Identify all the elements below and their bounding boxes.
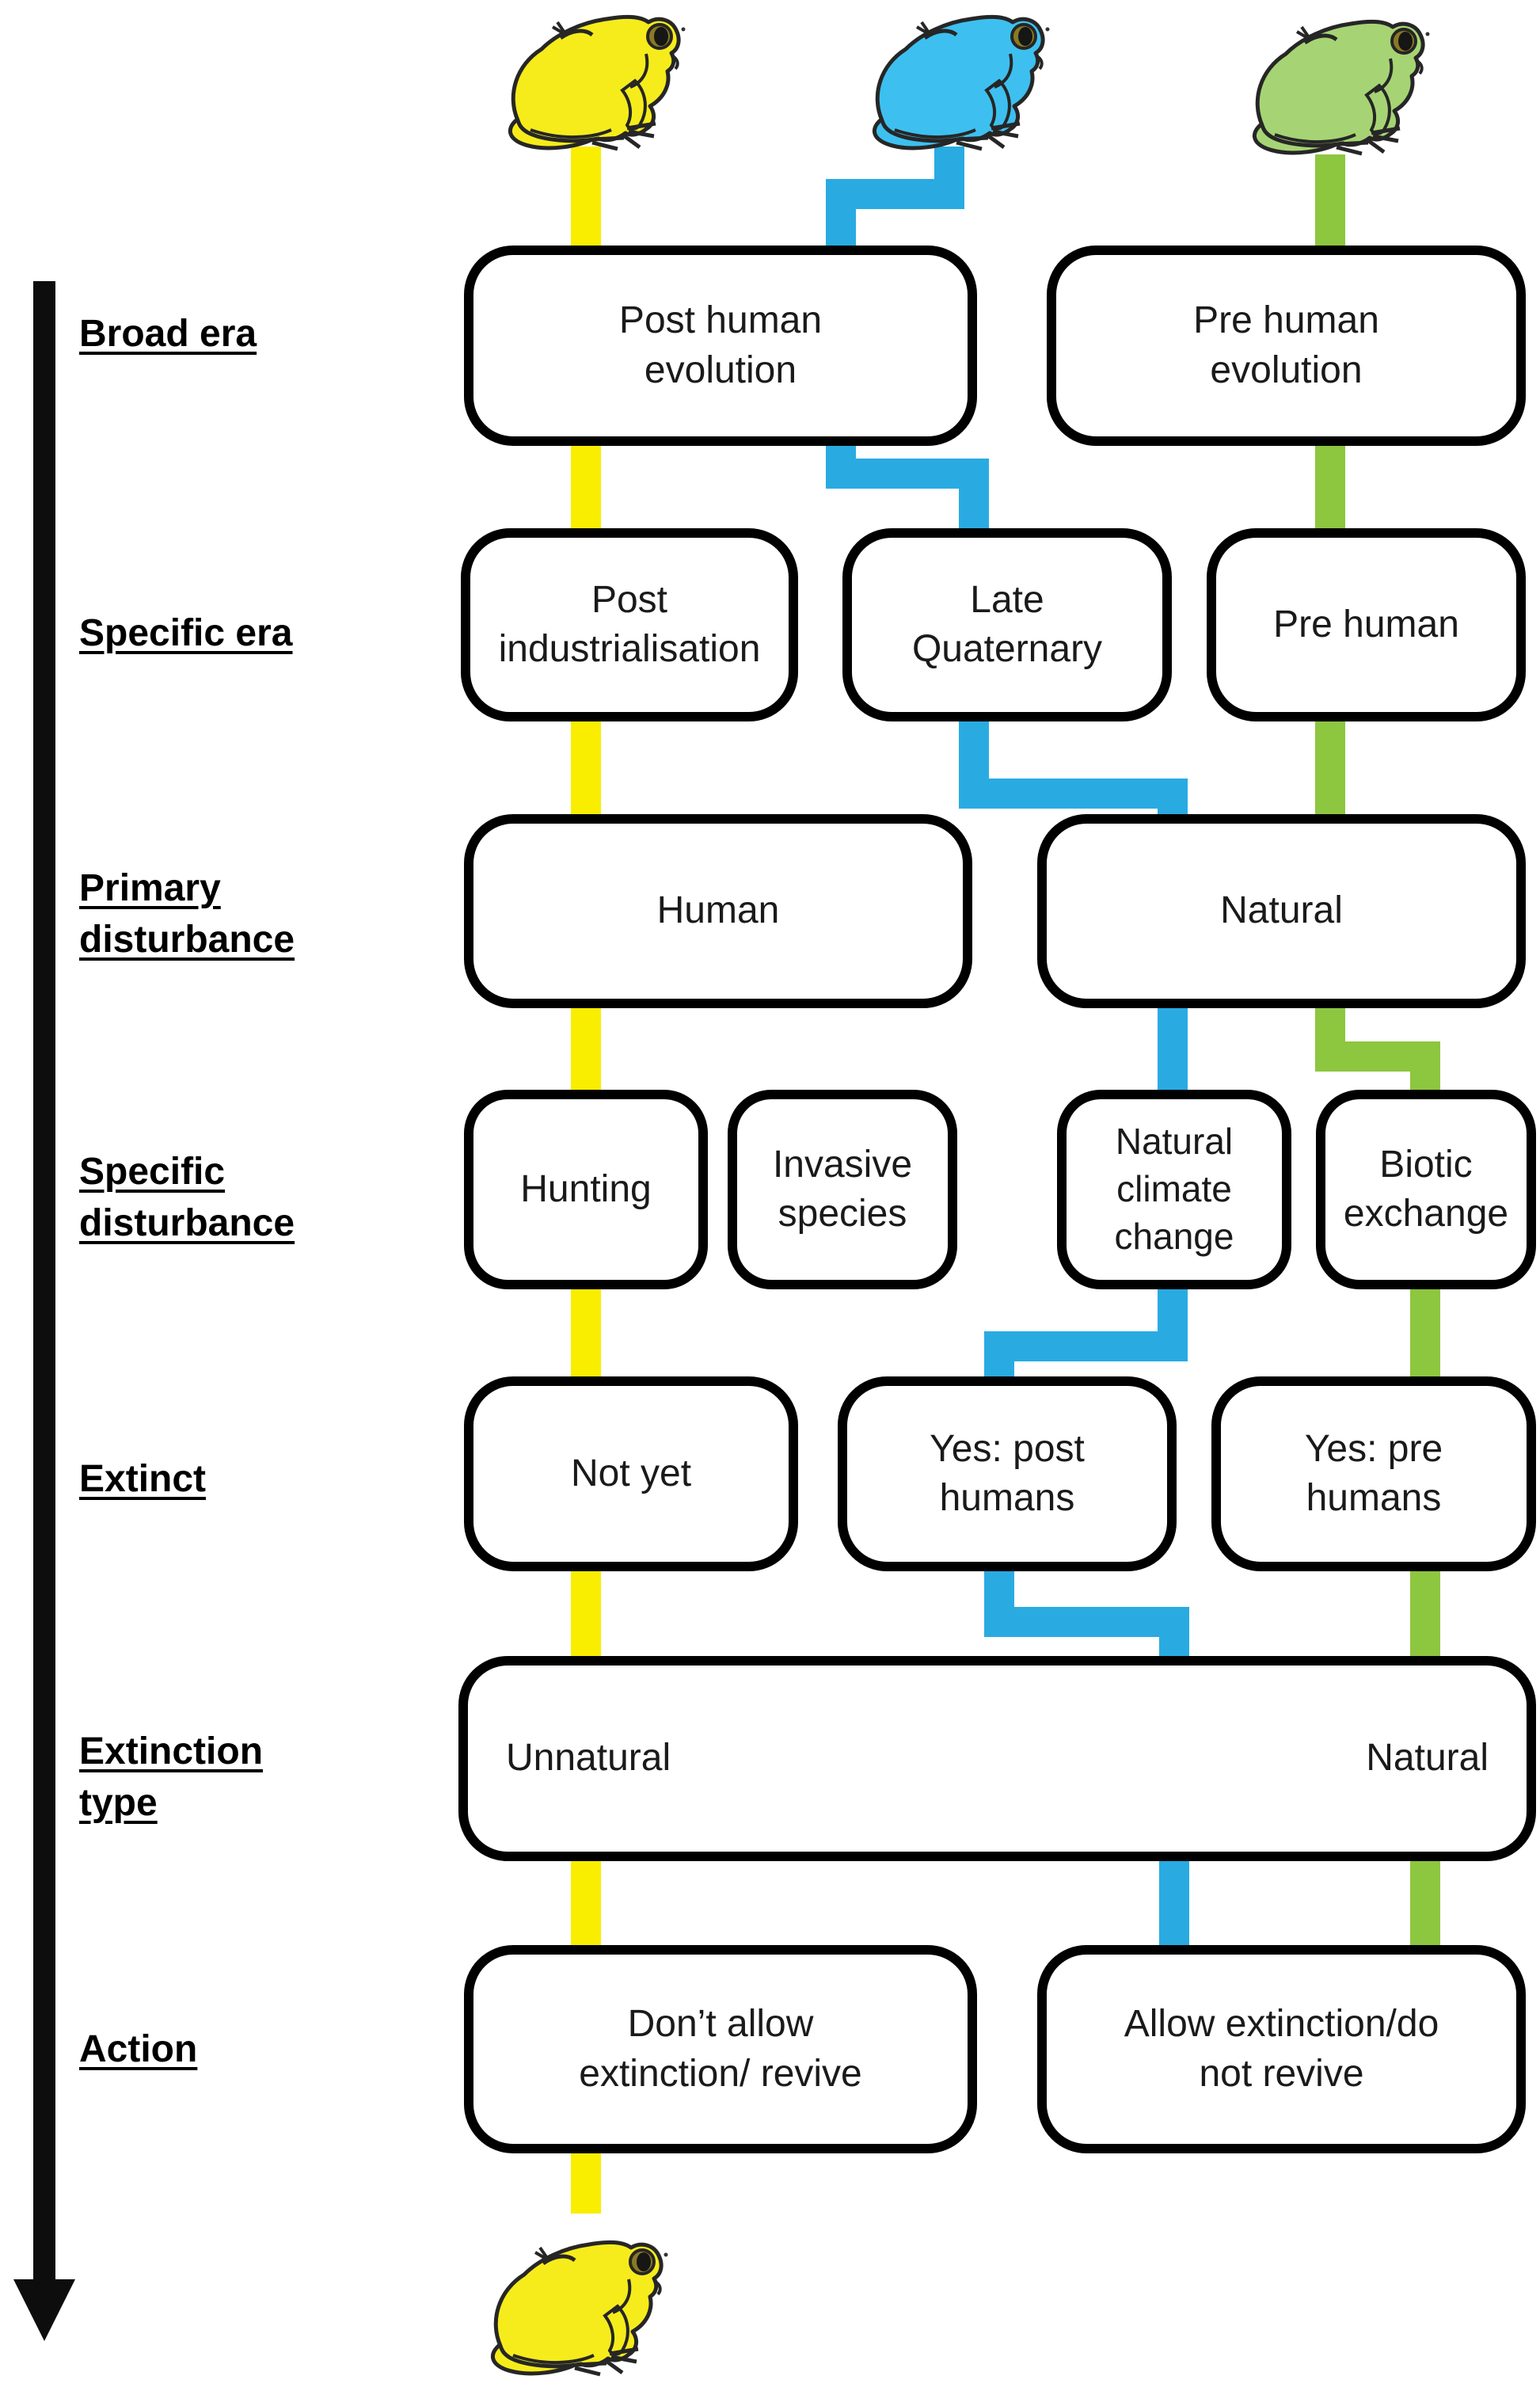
node-label: Post human evolution xyxy=(618,299,823,391)
node-human: Human xyxy=(464,814,972,1008)
yellow-frog-icon xyxy=(491,3,697,162)
node-extinction-type: Unnatural Natural xyxy=(458,1656,1536,1861)
node-label: Late Quaternary xyxy=(911,578,1103,670)
node-label: Biotic exchange xyxy=(1343,1143,1509,1235)
node-label: Invasive species xyxy=(772,1143,913,1235)
node-pre-human-evolution: Pre human evolution xyxy=(1047,246,1526,446)
node-label: Hunting xyxy=(520,1167,652,1210)
node-post-industrialisation: Post industrialisation xyxy=(461,528,798,721)
node-allow-extinction: Allow extinction/do not revive xyxy=(1037,1945,1526,2153)
node-label: Yes: post humans xyxy=(930,1427,1085,1519)
node-late-quaternary: Late Quaternary xyxy=(842,528,1172,721)
node-label-unnatural: Unnatural xyxy=(506,1737,671,1780)
timeline-arrow xyxy=(13,281,75,2341)
node-hunting: Hunting xyxy=(464,1090,708,1289)
row-label-primary-disturbance: Primary disturbance xyxy=(79,867,295,961)
node-biotic-exchange: Biotic exchange xyxy=(1316,1090,1536,1289)
row-label-specific-era: Specific era xyxy=(79,612,293,654)
node-label: Pre human evolution xyxy=(1193,299,1379,391)
node-label: Natural climate change xyxy=(1114,1121,1234,1257)
node-label: Pre human xyxy=(1273,603,1459,645)
node-label: Allow extinction/do not revive xyxy=(1124,2003,1439,2095)
node-label: Post industrialisation xyxy=(498,578,761,670)
node-yes-pre-humans: Yes: pre humans xyxy=(1211,1376,1536,1571)
node-invasive-species: Invasive species xyxy=(728,1090,957,1289)
blue-frog-icon xyxy=(855,3,1061,162)
row-label-broad-era: Broad era xyxy=(79,313,257,355)
row-label-action: Action xyxy=(79,2028,198,2070)
node-natural-climate-change: Natural climate change xyxy=(1057,1090,1291,1289)
yellow-frog-icon-bottom xyxy=(473,2229,679,2387)
node-label: Not yet xyxy=(570,1452,692,1494)
node-post-human-evolution: Post human evolution xyxy=(464,246,977,446)
green-frog-icon xyxy=(1235,8,1441,166)
node-label: Don’t allow extinction/ revive xyxy=(579,2003,862,2095)
node-dont-allow-extinction: Don’t allow extinction/ revive xyxy=(464,1945,977,2153)
row-label-extinction-type: Extinction type xyxy=(79,1730,264,1824)
node-not-yet: Not yet xyxy=(464,1376,798,1571)
node-label: Natural xyxy=(1220,889,1343,932)
row-label-extinct: Extinct xyxy=(79,1458,207,1500)
node-natural: Natural xyxy=(1037,814,1526,1008)
node-yes-post-humans: Yes: post humans xyxy=(838,1376,1177,1571)
node-pre-human: Pre human xyxy=(1207,528,1526,721)
node-label: Yes: pre humans xyxy=(1304,1427,1443,1519)
node-label-natural: Natural xyxy=(1366,1737,1489,1780)
node-label: Human xyxy=(656,889,780,932)
blue-frog-path xyxy=(826,147,1189,1996)
row-label-specific-disturbance: Specific disturbance xyxy=(79,1151,295,1244)
